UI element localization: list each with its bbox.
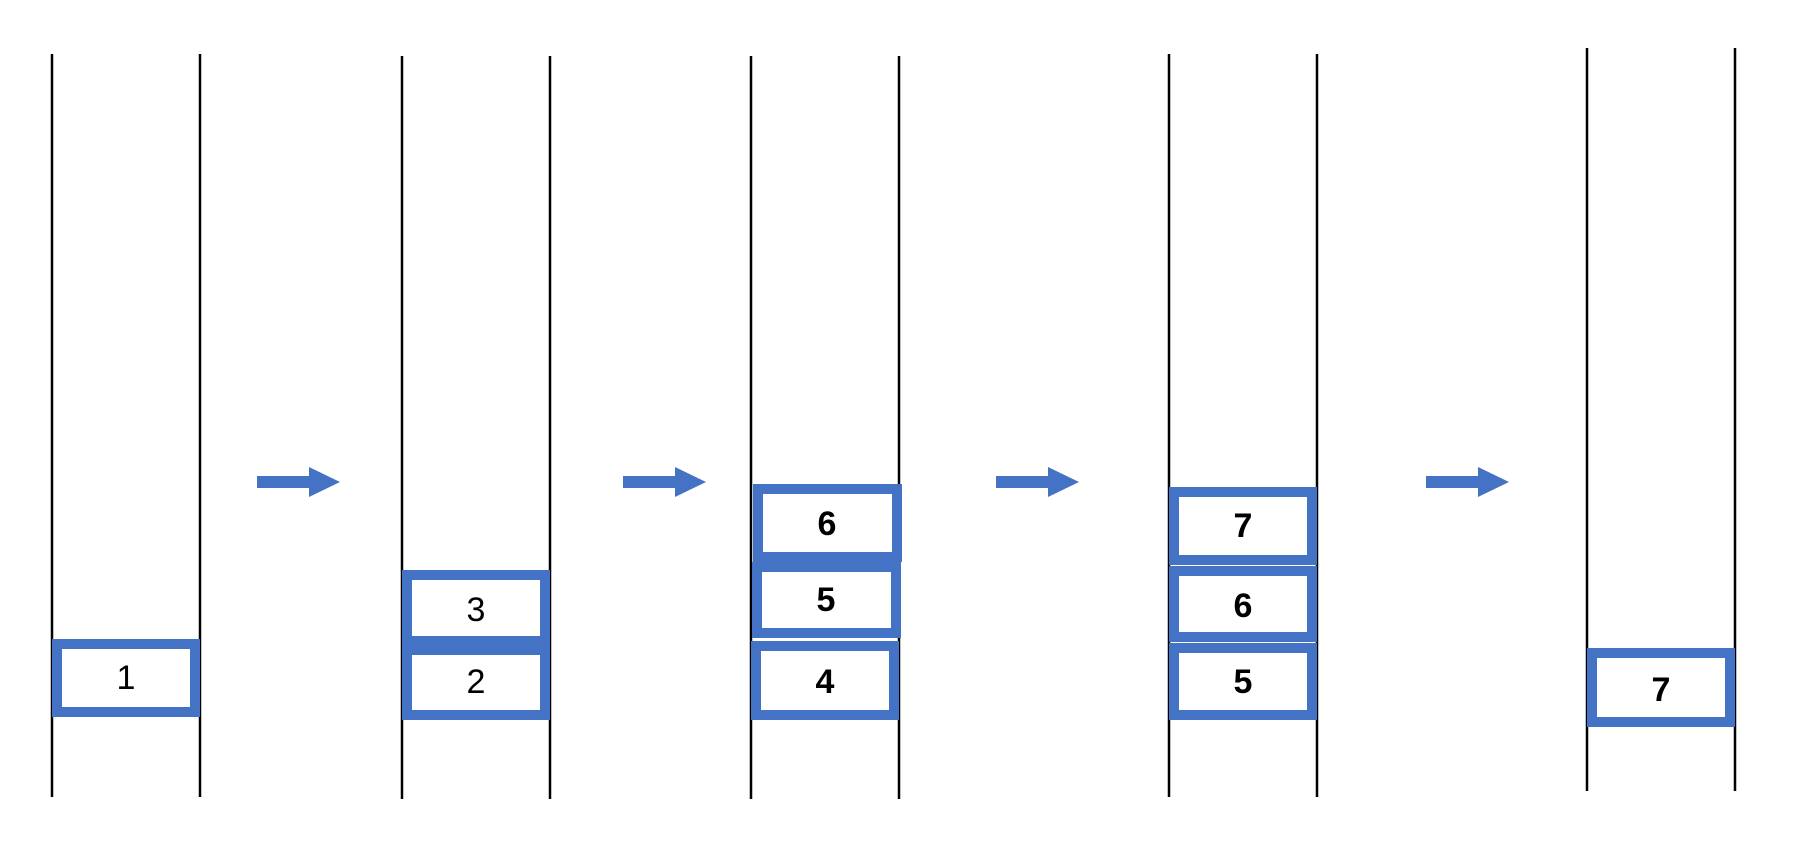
stack-block: 4 (751, 641, 899, 720)
stack-block: 7 (1587, 648, 1735, 727)
stack-block: 6 (753, 484, 902, 562)
stack-stage-5: 7 (1585, 48, 1737, 791)
stack-block: 5 (1169, 643, 1317, 720)
stack-block: 3 (402, 570, 550, 646)
stack-stage-3: 6 5 4 (749, 56, 902, 799)
block-label: 5 (817, 581, 836, 619)
right-arrow-icon (996, 467, 1079, 497)
block-label: 6 (818, 505, 837, 543)
stack-stage-2: 3 2 (400, 56, 552, 799)
stack-stage-4: 7 6 5 (1167, 54, 1319, 797)
right-arrow-icon (1426, 467, 1509, 497)
stack-block: 1 (52, 639, 200, 717)
stack-block: 2 (402, 646, 550, 720)
block-label: 4 (816, 663, 835, 701)
block-label: 6 (1234, 587, 1253, 625)
stack-block: 5 (752, 562, 901, 638)
block-label: 7 (1652, 671, 1671, 709)
right-arrow-icon (623, 467, 706, 497)
right-arrow-icon (257, 467, 340, 497)
block-label: 2 (467, 663, 486, 701)
block-label: 3 (467, 591, 486, 629)
block-label: 7 (1234, 507, 1253, 545)
stack-block: 6 (1169, 566, 1317, 642)
stack-block: 7 (1169, 487, 1317, 565)
stack-stage-1: 1 (50, 54, 202, 797)
block-label: 1 (117, 659, 136, 697)
block-label: 5 (1234, 663, 1253, 701)
